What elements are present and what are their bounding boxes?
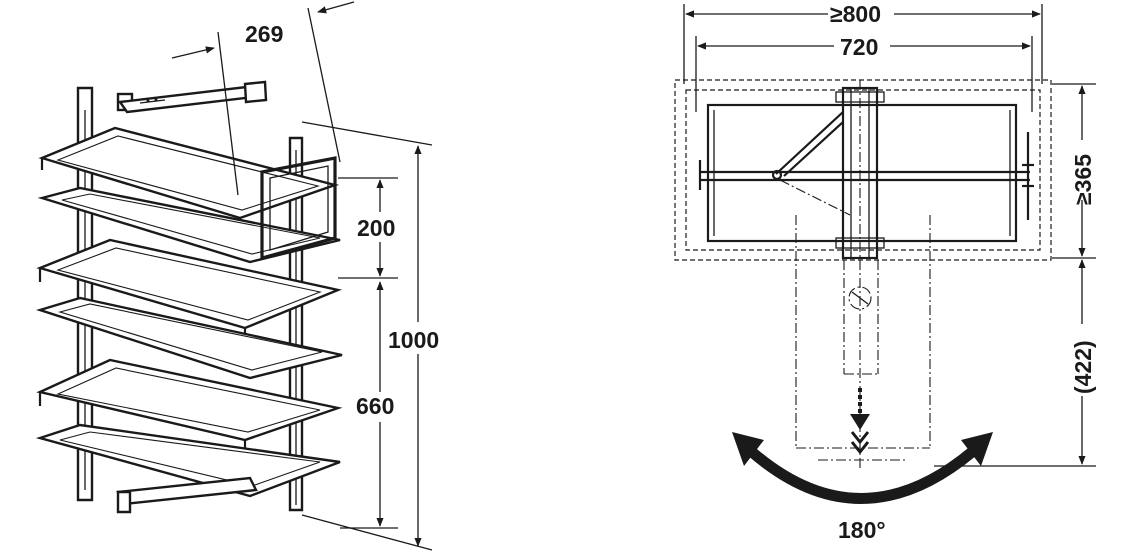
dimension-width-min: ≥800 [683, 1, 1043, 84]
dimension-lower-height: 660 [340, 281, 408, 529]
dimension-depth-min: ≥365 [1052, 83, 1096, 259]
unit-body [698, 103, 1034, 243]
shelf-4 [35, 296, 343, 380]
dimension-width-label: 720 [840, 34, 878, 60]
cabinet-outline-inner [685, 89, 1041, 251]
shelf-2 [37, 186, 341, 264]
dimension-width: 720 [695, 33, 1033, 112]
dimension-shelf-spacing-label: 200 [357, 215, 395, 241]
dimension-lower-height-label: 660 [356, 393, 394, 419]
dimension-swing-depth: (422) [934, 259, 1096, 467]
pull-direction-arrow [850, 388, 870, 455]
dimension-depth-label: 269 [245, 21, 283, 47]
dimension-shelf-spacing: 200 [338, 177, 408, 279]
dimension-total-height-label: 1000 [388, 327, 439, 353]
bottom-mount-bar [116, 476, 258, 514]
shelf-6 [35, 423, 341, 498]
dimension-depth-min-label: ≥365 [1070, 154, 1096, 205]
top-mount-bar [117, 80, 268, 114]
rotation-angle-label: 180° [838, 517, 886, 543]
dimension-width-min-label: ≥800 [830, 1, 881, 27]
shelf-3 [36, 238, 343, 338]
side-view: 269 200 1000 660 [35, 1, 440, 551]
rotation-arrow-icon [732, 432, 993, 504]
diagonal-strut [771, 111, 851, 216]
dimension-total-height: 1000 [301, 121, 440, 551]
shelf-5 [36, 358, 343, 450]
top-view: ≥800 720 [674, 1, 1096, 543]
handle-frame [260, 156, 337, 261]
cabinet-outline-outer [674, 79, 1052, 261]
dimension-depth: 269 [171, 1, 355, 196]
dimension-swing-depth-label: (422) [1070, 340, 1096, 394]
